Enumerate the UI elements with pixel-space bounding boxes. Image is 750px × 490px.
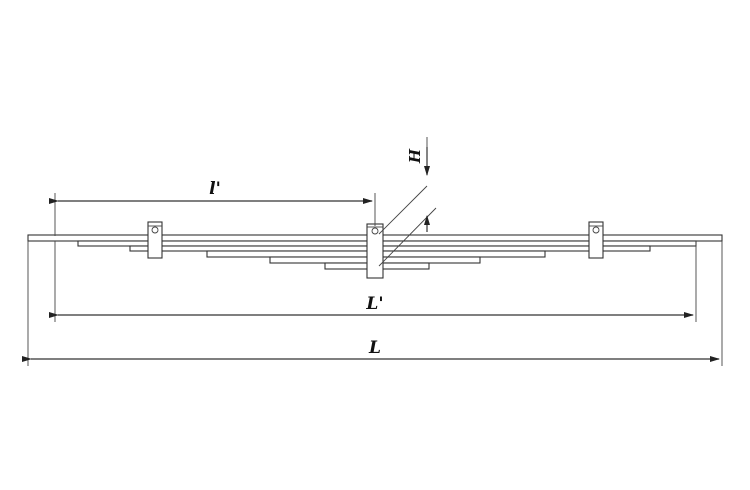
right-clip xyxy=(588,221,604,259)
leaf-3 xyxy=(129,245,651,252)
total-length-label: L xyxy=(368,338,381,358)
dimension-height: H xyxy=(378,137,437,267)
effective-length-label: L' xyxy=(365,294,383,314)
left-clip xyxy=(147,221,163,259)
half-length-label: l' xyxy=(209,179,221,199)
height-label: H xyxy=(406,148,424,164)
dimension-total-length: L xyxy=(22,241,723,366)
dimension-effective-length: L' xyxy=(49,241,697,322)
dimension-half-length: l' xyxy=(49,179,376,236)
